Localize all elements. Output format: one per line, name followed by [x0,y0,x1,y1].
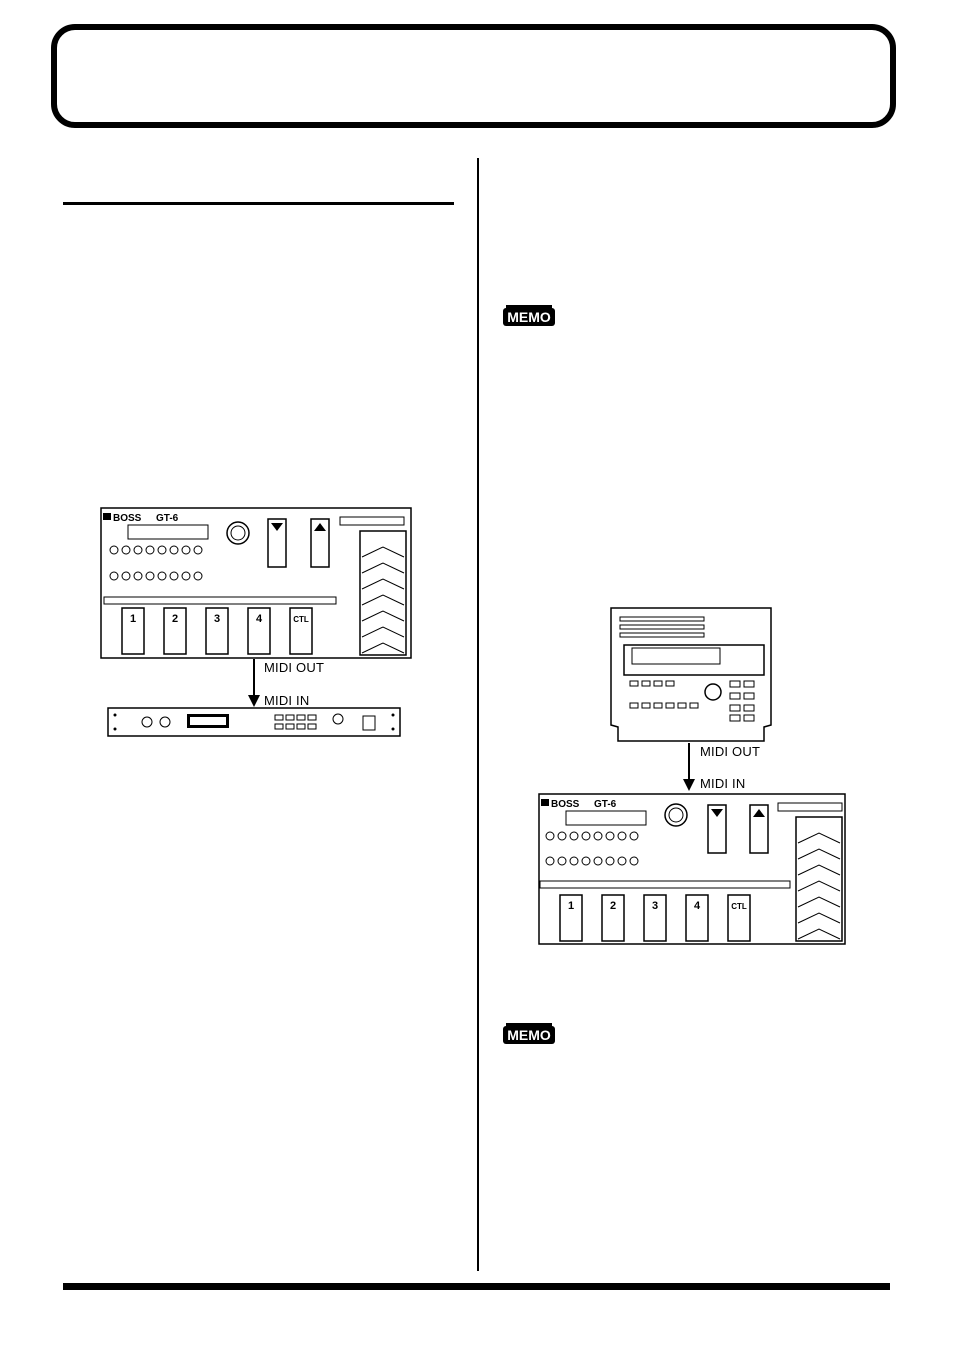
memo-icon: MEMO [502,1023,556,1045]
memo-icon: MEMO [502,305,556,327]
column-divider [477,158,479,1271]
rack-sound-module [107,707,401,737]
midi-in-label: MIDI IN [264,693,310,708]
footer-rule [63,1283,890,1290]
gt6-unit-left: BOSS GT-6 1 2 3 4 CTL [100,507,412,659]
pedal-label: 2 [610,900,616,912]
boss-logo: BOSS [551,799,580,810]
section-heading-rule [63,202,454,205]
gt6-unit-right: BOSS GT-6 1 2 3 4 CTL [538,793,846,945]
midi-arrow-right [682,743,696,791]
midi-out-label: MIDI OUT [700,744,761,759]
memo-icon-label: MEMO [507,309,551,325]
pedal-label: 3 [652,900,658,912]
midi-arrow-left [247,659,261,707]
pedal-label: 1 [568,900,574,912]
pedal-label: 1 [130,613,136,625]
title-frame [51,24,896,128]
memo-icon-label: MEMO [507,1027,551,1043]
boss-logo: BOSS [113,513,142,524]
sequencer-unit [610,607,772,743]
pedal-label: CTL [293,615,309,624]
midi-in-label: MIDI IN [700,776,746,791]
pedal-label: 3 [214,613,220,625]
pedal-label: CTL [731,902,747,911]
pedal-label: 2 [172,613,178,625]
midi-out-label: MIDI OUT [264,660,325,675]
pedal-label: 4 [694,900,701,912]
pedal-label: 4 [256,613,263,625]
unit-model-label: GT-6 [594,799,617,810]
unit-model-label: GT-6 [156,513,179,524]
